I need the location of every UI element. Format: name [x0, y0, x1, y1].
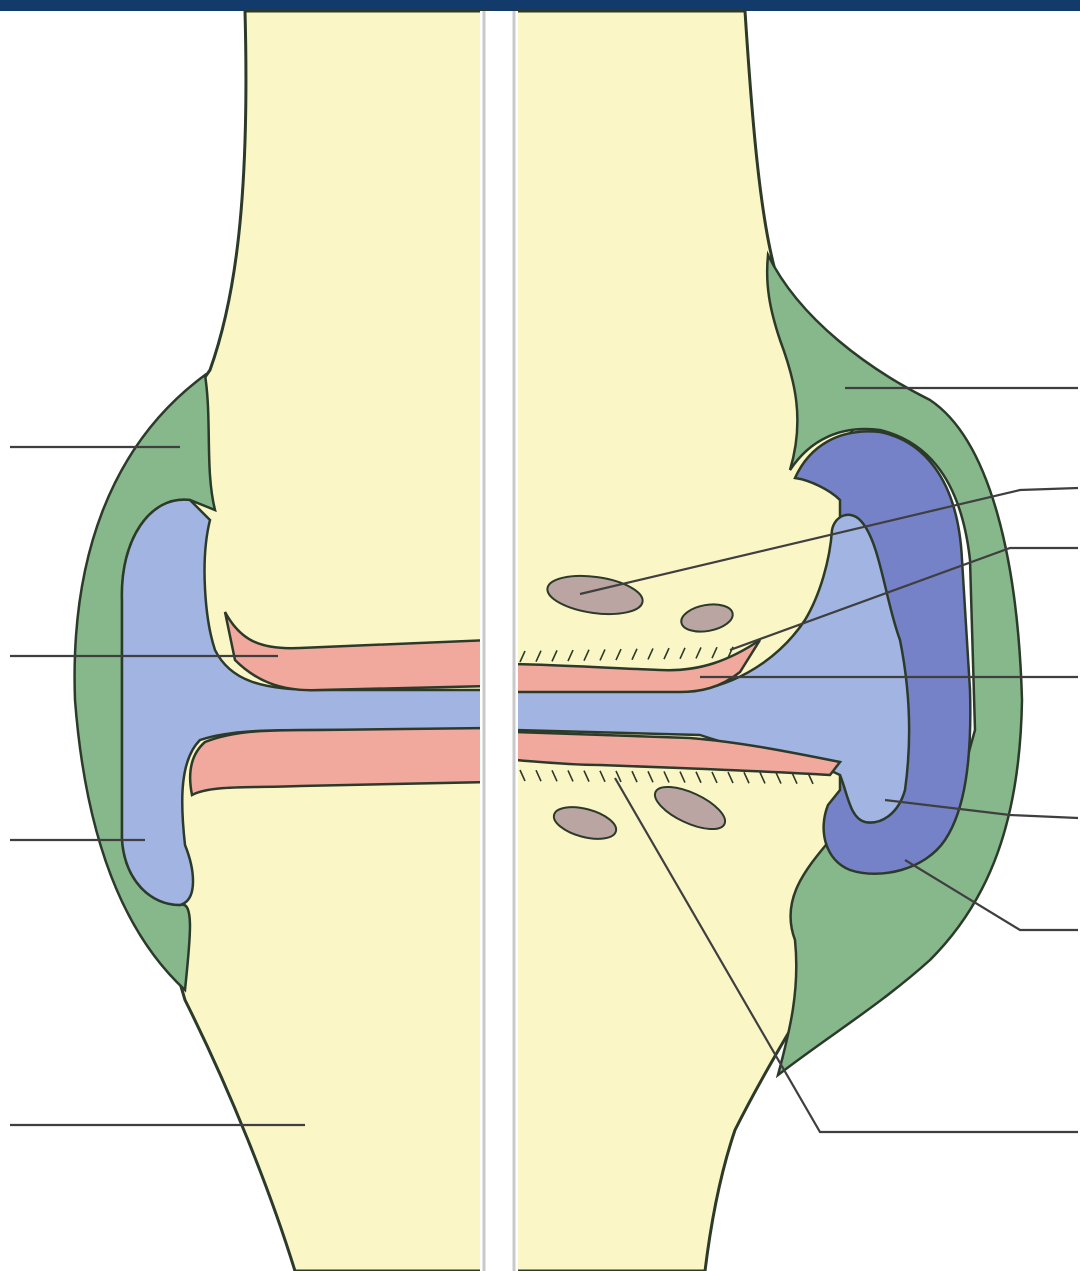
- center-divider: [480, 11, 518, 1271]
